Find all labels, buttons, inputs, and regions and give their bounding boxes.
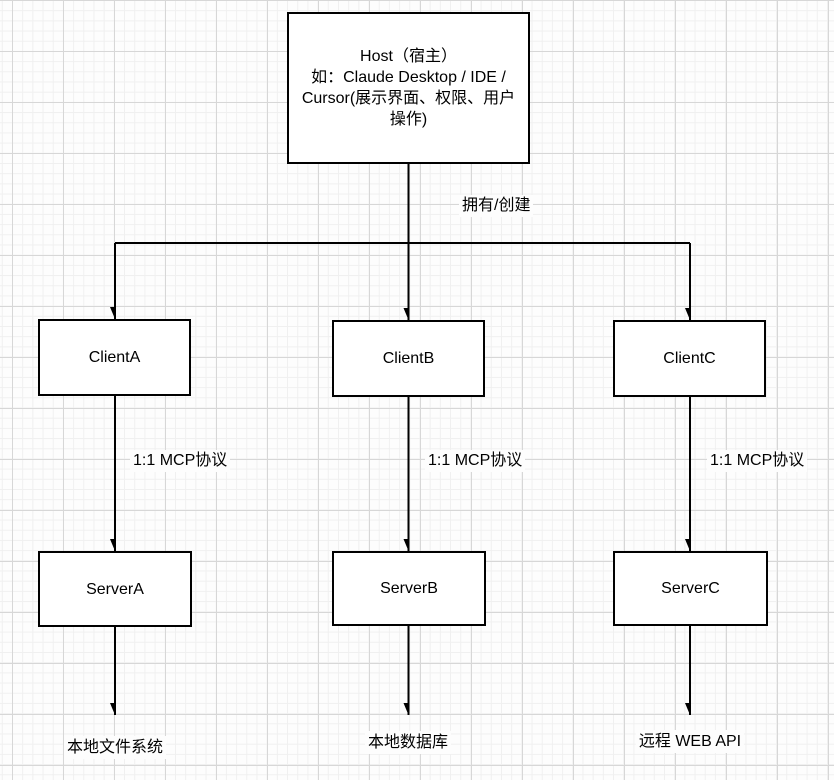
endpoint-remote-web-api[interactable]: 远程 WEB API [635,730,745,753]
edge-label-own-create[interactable]: 拥有/创建 [459,195,534,217]
edge-label-mcp-c[interactable]: 1:1 MCP协议 [707,450,808,472]
endpoint-local-filesystem[interactable]: 本地文件系统 [63,736,167,759]
node-server-a-label: ServerA [86,580,144,598]
edge-label-mcp-b[interactable]: 1:1 MCP协议 [425,450,526,472]
node-client-a[interactable]: ClientA [38,319,191,396]
node-client-c-label: ClientC [663,350,716,367]
node-server-c-label: ServerC [661,580,720,597]
node-server-b[interactable]: ServerB [332,551,486,626]
node-client-b-label: ClientB [382,350,435,367]
node-client-b[interactable]: ClientB [332,320,485,397]
node-server-b-label: ServerB [380,580,438,597]
node-server-a[interactable]: ServerA [38,551,192,627]
node-client-a-label: ClientA [88,349,141,366]
edge-label-mcp-a[interactable]: 1:1 MCP协议 [130,450,231,472]
node-host-label: Host（宿主） 如：Claude Desktop / IDE / Cursor… [301,48,516,128]
node-server-c[interactable]: ServerC [613,551,768,626]
node-host[interactable]: Host（宿主） 如：Claude Desktop / IDE / Cursor… [287,12,530,164]
endpoint-local-database[interactable]: 本地数据库 [364,731,452,754]
node-client-c[interactable]: ClientC [613,320,766,397]
